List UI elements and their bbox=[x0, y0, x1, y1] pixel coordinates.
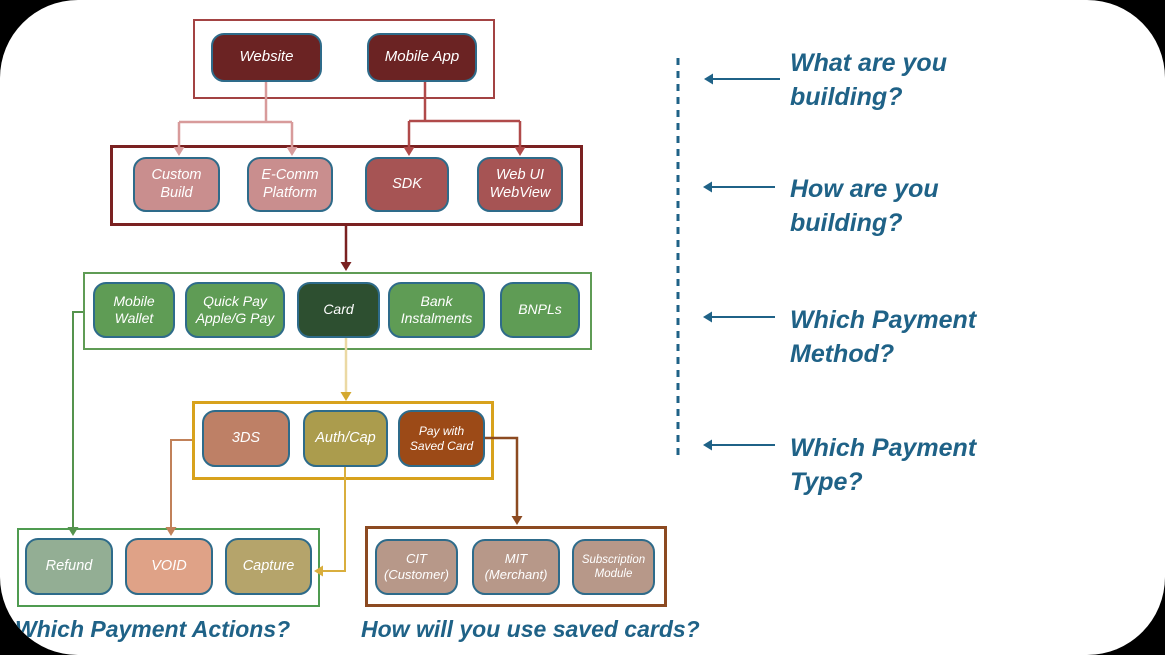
node-auth-cap: Auth/Cap bbox=[303, 410, 388, 467]
node-3ds-label: 3DS bbox=[231, 429, 261, 446]
connector-mobile-app-branch bbox=[403, 82, 526, 156]
node-ecomm-platform-label: E-Comm Platform bbox=[261, 166, 319, 201]
node-sdk-label: SDK bbox=[392, 175, 422, 192]
node-card-label: Card bbox=[323, 301, 354, 318]
group-saved-cards bbox=[365, 526, 667, 607]
node-void: VOID bbox=[125, 538, 213, 595]
node-capture: Capture bbox=[225, 538, 312, 595]
node-sdk: SDK bbox=[365, 157, 449, 212]
node-void-label: VOID bbox=[151, 557, 187, 574]
node-custom-build-label: Custom Build bbox=[151, 166, 202, 201]
caption-saved-cards: How will you use saved cards? bbox=[361, 616, 700, 642]
node-refund-label: Refund bbox=[45, 557, 93, 574]
question-what-building: What are you building? bbox=[790, 49, 947, 111]
node-website: Website bbox=[211, 33, 322, 82]
node-mit-merchant-label: MIT (Merchant) bbox=[484, 551, 548, 582]
node-custom-build: Custom Build bbox=[133, 157, 220, 212]
group-payment-method bbox=[83, 272, 592, 350]
node-bnpls-label: BNPLs bbox=[518, 301, 562, 318]
node-cit-customer-label: CIT (Customer) bbox=[383, 551, 449, 582]
node-mit-merchant: MIT (Merchant) bbox=[472, 539, 560, 595]
connector-card-to-payment-type bbox=[340, 338, 352, 401]
question-how-building: How are you building? bbox=[790, 175, 939, 237]
group-payment-type bbox=[192, 401, 494, 480]
node-card: Card bbox=[297, 282, 380, 338]
node-mobile-wallet-label: Mobile Wallet bbox=[113, 292, 155, 326]
node-bank-instalments-label: Bank Instalments bbox=[400, 292, 473, 326]
node-quick-pay: Quick Pay Apple/G Pay bbox=[185, 282, 285, 338]
node-website-label: Website bbox=[239, 48, 294, 66]
group-how-are-you-building bbox=[110, 145, 583, 226]
node-refund: Refund bbox=[25, 538, 113, 595]
connector-authcap-to-capture bbox=[314, 467, 346, 577]
connector-to-refund bbox=[67, 311, 83, 536]
node-subscription-module-label: Subscription Module bbox=[581, 553, 646, 580]
node-pay-saved-card-label: Pay with Saved Card bbox=[409, 423, 474, 453]
node-webui-webview-label: Web UI WebView bbox=[489, 166, 551, 201]
node-cit-customer: CIT (Customer) bbox=[375, 539, 458, 595]
connector-to-saved-cards bbox=[485, 436, 523, 525]
connector-website-branch bbox=[173, 82, 298, 156]
node-auth-cap-label: Auth/Cap bbox=[315, 429, 376, 446]
node-mobile-app-label: Mobile App bbox=[384, 48, 460, 66]
caption-payment-actions: Which Payment Actions? bbox=[15, 616, 291, 642]
connector-to-void bbox=[165, 439, 192, 536]
node-subscription-module: Subscription Module bbox=[572, 539, 655, 595]
node-3ds: 3DS bbox=[202, 410, 290, 467]
connector-to-payment-method bbox=[340, 226, 352, 271]
question-payment-method: Which Payment Method? bbox=[790, 306, 977, 368]
node-ecomm-platform: E-Comm Platform bbox=[247, 157, 333, 212]
node-bnpls: BNPLs bbox=[500, 282, 580, 338]
node-webui-webview: Web UI WebView bbox=[477, 157, 563, 212]
group-what-are-you-building bbox=[193, 19, 495, 99]
node-capture-label: Capture bbox=[242, 557, 295, 574]
question-payment-type: Which Payment Type? bbox=[790, 434, 977, 496]
node-bank-instalments: Bank Instalments bbox=[388, 282, 485, 338]
node-mobile-wallet: Mobile Wallet bbox=[93, 282, 175, 338]
node-quick-pay-label: Quick Pay Apple/G Pay bbox=[195, 292, 275, 326]
node-mobile-app: Mobile App bbox=[367, 33, 477, 82]
node-pay-saved-card: Pay with Saved Card bbox=[398, 410, 485, 467]
question-arrows bbox=[703, 73, 780, 451]
